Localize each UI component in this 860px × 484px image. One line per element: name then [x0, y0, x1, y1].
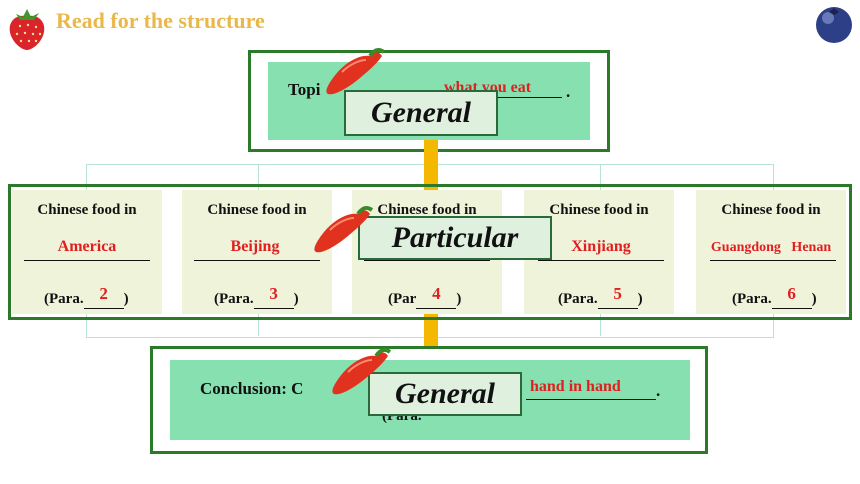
para-prefix: (Para.	[732, 291, 772, 307]
blueberry-icon	[816, 7, 852, 43]
card-blank	[194, 260, 320, 261]
para-prefix: (Para.	[558, 291, 598, 307]
conclusion-answer: hand in hand	[530, 378, 621, 395]
conclusion-period: .	[656, 381, 661, 400]
card-para: (Para. 3)	[214, 284, 299, 309]
card-blank	[24, 260, 150, 261]
para-prefix: (Para.	[44, 291, 84, 307]
card-heading: Chinese food in	[721, 202, 821, 218]
card-heading: Chinese food in	[207, 202, 307, 218]
page-title: Read for the structure	[56, 8, 265, 33]
para-number: 5	[613, 284, 622, 303]
card-para: (Para. 2)	[44, 284, 129, 309]
card-heading: Chinese food in	[37, 202, 137, 218]
para-suffix: )	[811, 291, 817, 307]
chili-pepper-icon	[332, 348, 392, 395]
card-answer: Guangdong Henan	[710, 240, 832, 255]
card-answer: America	[57, 238, 117, 255]
card-heading: Chinese food in	[377, 202, 477, 218]
conclusion-blank	[526, 399, 656, 400]
para-suffix: )	[637, 291, 643, 307]
para-number: 2	[99, 284, 108, 303]
paragraph-card: Chinese food in America (Para. 2)	[12, 190, 162, 314]
para-suffix: )	[123, 291, 129, 307]
card-blank	[710, 260, 836, 261]
chili-pepper-icon	[314, 206, 374, 253]
card-para: (Par 4)	[388, 284, 462, 309]
card-answer: Beijing	[230, 238, 280, 255]
card-answer: Xinjiang	[571, 238, 631, 255]
para-number: 3	[269, 284, 278, 303]
card-para: (Para. 6)	[732, 284, 817, 309]
para-number: 4	[432, 284, 441, 303]
para-suffix: )	[293, 291, 299, 307]
para-number: 6	[787, 284, 796, 303]
paragraph-card: Chinese food in Beijing (Para. 3)	[182, 190, 332, 314]
topic-period: .	[566, 82, 571, 101]
paragraph-card: Chinese food in Guangdong Henan (Para. 6)	[696, 190, 846, 314]
topic-label: Topi	[288, 80, 321, 99]
card-para: (Para. 5)	[558, 284, 643, 309]
para-prefix: (Par	[388, 291, 417, 307]
card-heading: Chinese food in	[549, 202, 649, 218]
para-suffix: )	[456, 291, 462, 307]
general-label: General	[368, 372, 522, 416]
para-prefix: (Para.	[214, 291, 254, 307]
card-blank	[538, 260, 664, 261]
chili-pepper-icon	[326, 48, 386, 95]
particular-label: Particular	[358, 216, 552, 260]
card-blank	[364, 260, 490, 261]
strawberry-icon	[9, 9, 45, 50]
particular-row-frame	[8, 184, 852, 320]
conclusion-label: Conclusion: C	[200, 379, 304, 398]
general-label: General	[344, 90, 498, 136]
